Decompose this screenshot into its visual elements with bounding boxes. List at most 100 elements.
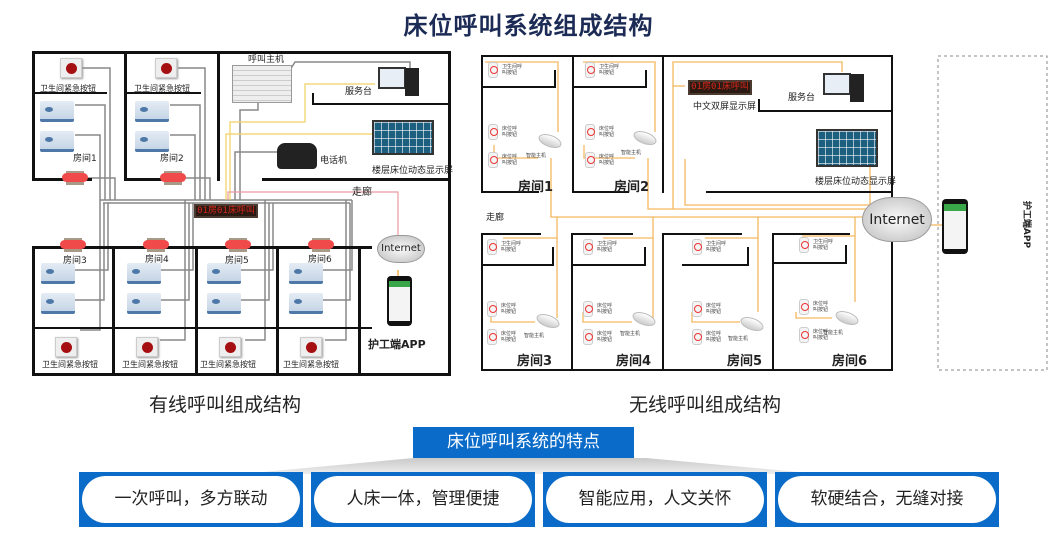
room-label: 房间5: [225, 256, 249, 266]
pc-tower-icon: [850, 74, 864, 102]
bed-call-button-icon: [488, 124, 498, 140]
wireless-caption: 无线呼叫组成结构: [628, 394, 781, 416]
bed-call-label: 床位呼叫按钮: [706, 303, 722, 315]
bed-call-label: 床位呼叫按钮: [501, 331, 517, 343]
room-label: 房间5: [727, 354, 763, 369]
feature-label: 一次呼叫，多方联动: [82, 476, 300, 523]
bath-call-button-icon: [488, 62, 498, 78]
floor-screen-label: 楼层床位动态显示屏: [815, 177, 897, 187]
corridor-lamp-icon: [160, 171, 186, 185]
bath-button-label: 卫生间紧急按钮: [122, 360, 178, 369]
bed-call-button-icon: [799, 327, 809, 343]
smartphone-icon: [942, 199, 968, 254]
bath-call-button-icon: [799, 237, 809, 253]
bed-call-panel: [289, 263, 323, 284]
room-label: 房间3: [63, 256, 87, 266]
internet-cloud: Internet: [377, 235, 425, 263]
corridor-lamp-icon: [225, 238, 251, 252]
smart-host-label: 智能主机: [823, 330, 844, 336]
bed-call-panel: [40, 101, 74, 122]
emergency-button-icon: [136, 337, 158, 357]
bed-call-button-icon: [692, 301, 702, 317]
phone-label: 电话机: [320, 156, 348, 166]
bed-call-panel: [41, 293, 75, 314]
app-label: 护工端APP: [1021, 200, 1032, 249]
emergency-button-icon: [300, 337, 322, 357]
smart-host-label: 智能主机: [526, 153, 547, 159]
bath-call-button-icon: [692, 239, 702, 255]
smartphone-icon: [387, 276, 412, 326]
room-label: 房间6: [832, 354, 868, 369]
bed-call-label: 床位呼叫按钮: [599, 154, 615, 166]
bath-call-button-icon: [487, 239, 497, 255]
computer-icon: [823, 73, 851, 95]
led-display: 01房01床呼叫: [194, 204, 258, 218]
bath-call-label: 卫生间呼叫按钮: [597, 241, 618, 253]
bed-call-panel: [127, 293, 161, 314]
emergency-button-icon: [55, 337, 77, 357]
service-desk-label: 服务台: [788, 93, 816, 103]
emergency-button-icon: [219, 337, 241, 357]
bath-button-label: 卫生间紧急按钮: [200, 360, 256, 369]
wired-caption: 有线呼叫组成结构: [148, 394, 301, 416]
telephone-icon: [277, 143, 317, 169]
bed-call-panel: [41, 263, 75, 284]
bath-button-label: 卫生间紧急按钮: [40, 84, 96, 93]
bed-call-panel: [207, 293, 241, 314]
bed-call-button-icon: [692, 329, 702, 345]
smart-host-label: 智能主机: [728, 336, 749, 342]
page-title: 床位呼叫系统组成结构: [403, 12, 654, 40]
bed-call-button-icon: [488, 152, 498, 168]
bed-call-label: 床位呼叫按钮: [597, 303, 613, 315]
feature-label: 人床一体，管理便捷: [314, 476, 532, 523]
room-label: 房间4: [616, 354, 652, 369]
room-label: 房间2: [160, 154, 184, 164]
room-label: 房间1: [518, 180, 554, 195]
smart-host-label: 智能主机: [621, 150, 642, 156]
bath-button-label: 卫生间紧急按钮: [42, 360, 98, 369]
feature-card: 人床一体，管理便捷: [311, 472, 535, 527]
bed-call-panel: [207, 263, 241, 284]
corridor-label: 走廊: [352, 187, 372, 198]
bed-call-panel: [135, 101, 169, 122]
bath-call-button-icon: [585, 62, 595, 78]
corridor-label: 走廊: [486, 213, 505, 223]
bath-button-label: 卫生间紧急按钮: [283, 360, 339, 369]
call-host-label: 呼叫主机: [248, 55, 285, 65]
bed-call-label: 床位呼叫按钮: [597, 331, 613, 343]
bed-call-label: 床位呼叫按钮: [706, 331, 722, 343]
bed-call-button-icon: [487, 301, 497, 317]
bed-call-button-icon: [585, 124, 595, 140]
emergency-button-icon: [60, 58, 82, 78]
feature-card: 智能应用，人文关怀: [543, 472, 767, 527]
room-label: 房间2: [614, 180, 650, 195]
bed-call-button-icon: [487, 329, 497, 345]
corridor-lamp-icon: [143, 238, 169, 252]
bed-call-button-icon: [585, 152, 595, 168]
emergency-button-icon: [155, 58, 177, 78]
bath-call-label: 卫生间呼叫按钮: [501, 241, 522, 253]
bath-call-label: 卫生间呼叫按钮: [599, 64, 620, 76]
room-label: 房间4: [145, 255, 169, 265]
corridor-lamp-icon: [308, 238, 334, 252]
bed-call-label: 床位呼叫按钮: [501, 303, 517, 315]
floor-display-screen: [372, 120, 434, 155]
bed-call-panel: [127, 263, 161, 284]
bed-call-panel: [135, 131, 169, 152]
internet-label: Internet: [381, 243, 421, 254]
bath-call-label: 卫生间呼叫按钮: [502, 64, 523, 76]
feature-card: 一次呼叫，多方联动: [79, 472, 303, 527]
dual-screen-label: 中文双屏显示屏: [693, 102, 757, 112]
bath-call-button-icon: [583, 239, 593, 255]
bath-call-label: 卫生间呼叫按钮: [813, 239, 834, 251]
internet-label: Internet: [869, 212, 925, 228]
bed-call-label: 床位呼叫按钮: [813, 329, 829, 341]
bed-call-panel: [40, 131, 74, 152]
room-label: 房间3: [517, 354, 553, 369]
bed-call-label: 床位呼叫按钮: [813, 301, 829, 313]
corridor-lamp-icon: [62, 171, 88, 185]
bath-call-label: 卫生间呼叫按钮: [706, 241, 727, 253]
features-header: 床位呼叫系统的特点: [413, 427, 634, 458]
app-label: 护工端APP: [368, 338, 426, 351]
room-label: 房间1: [73, 154, 97, 164]
